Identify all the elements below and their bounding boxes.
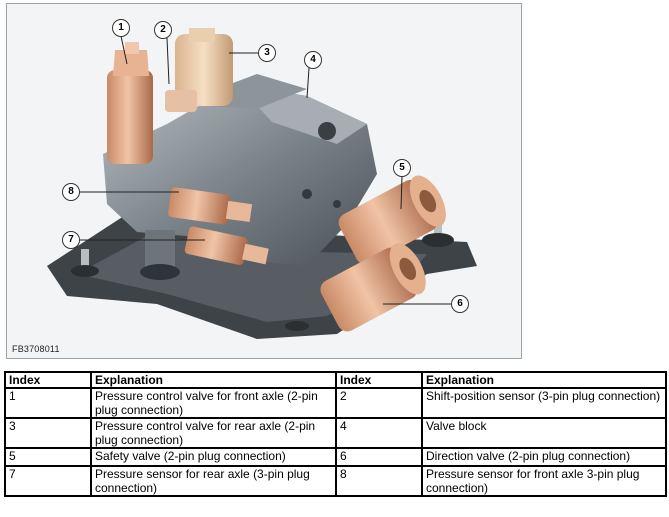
pressure-control-valve-rear — [175, 34, 233, 106]
explanation-cell: Safety valve (2-pin plug connection) — [90, 447, 337, 467]
pressure-sensor-front — [168, 187, 253, 225]
callout-1: 1 — [112, 19, 130, 37]
table-row: 3 Pressure control valve for rear axle (… — [4, 417, 667, 449]
table-row: 1 Pressure control valve for front axle … — [4, 387, 667, 419]
callout-4: 4 — [304, 51, 322, 69]
explanation-cell: Direction valve (2-pin plug connection) — [421, 447, 667, 467]
header-explanation: Explanation — [421, 371, 667, 389]
callout-5: 5 — [393, 159, 411, 177]
index-cell: 4 — [335, 417, 423, 449]
header-index: Index — [4, 371, 92, 389]
pressure-control-valve-front — [107, 70, 153, 164]
callout-7: 7 — [62, 231, 80, 249]
explanation-cell: Pressure sensor for rear axle (3-pin plu… — [90, 465, 337, 497]
index-cell: 1 — [4, 387, 92, 419]
component-figure: 1 2 3 4 5 6 7 8 FB3708011 — [6, 3, 522, 359]
index-cell: 5 — [4, 447, 92, 467]
explanation-cell: Shift-position sensor (3-pin plug connec… — [421, 387, 667, 419]
index-cell: 3 — [4, 417, 92, 449]
callout-2: 2 — [154, 21, 172, 39]
figure-code: FB3708011 — [12, 344, 60, 354]
safety-valve — [338, 175, 446, 265]
callout-3: 3 — [258, 44, 276, 62]
callout-8: 8 — [62, 183, 80, 201]
direction-valve — [320, 243, 426, 332]
callout-6: 6 — [451, 295, 469, 313]
shift-position-sensor — [165, 90, 197, 112]
mounting-bolt — [81, 249, 89, 271]
table-header-row: Index Explanation Index Explanation — [4, 371, 667, 389]
header-explanation: Explanation — [90, 371, 337, 389]
index-cell: 2 — [335, 387, 423, 419]
table-row: 5 Safety valve (2-pin plug connection) 6… — [4, 447, 667, 467]
header-index: Index — [335, 371, 423, 389]
valve-block-illustration — [47, 28, 477, 339]
index-cell: 7 — [4, 465, 92, 497]
parts-table: Index Explanation Index Explanation 1 Pr… — [4, 371, 667, 497]
pressure-sensor-rear — [184, 226, 269, 265]
explanation-cell: Pressure sensor for front axle 3-pin plu… — [421, 465, 667, 497]
explanation-cell: Pressure control valve for rear axle (2-… — [90, 417, 337, 449]
index-cell: 6 — [335, 447, 423, 467]
explanation-cell: Pressure control valve for front axle (2… — [90, 387, 337, 419]
explanation-cell: Valve block — [421, 417, 667, 449]
index-cell: 8 — [335, 465, 423, 497]
leader-lines — [79, 35, 453, 305]
table-row: 7 Pressure sensor for rear axle (3-pin p… — [4, 465, 667, 497]
